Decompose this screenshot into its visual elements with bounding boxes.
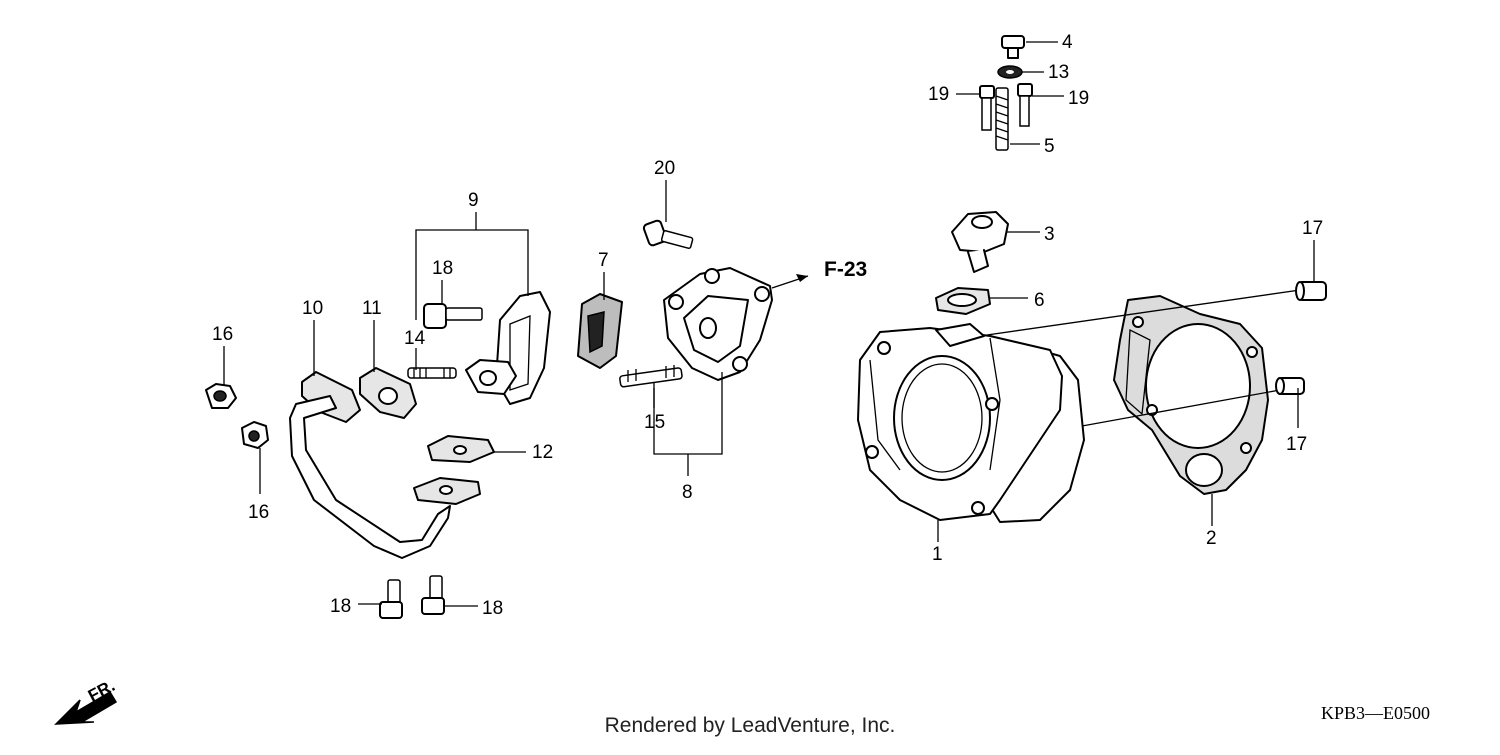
part-2-gasket xyxy=(1113,295,1269,495)
part-8-manifold xyxy=(663,267,773,381)
footer-credit: Rendered by LeadVenture, Inc. xyxy=(604,714,896,737)
part-12-gasket xyxy=(413,435,495,505)
callout-4: 4 xyxy=(1062,32,1073,53)
callout-3: 3 xyxy=(1044,224,1055,245)
callout-15: 15 xyxy=(644,412,665,433)
part-13-washer xyxy=(997,65,1023,79)
part-9-reed-valve xyxy=(465,291,551,405)
callout-18-upper: 18 xyxy=(432,258,453,279)
callout-7: 7 xyxy=(598,250,609,271)
callout-13: 13 xyxy=(1048,62,1069,83)
callout-14: 14 xyxy=(404,328,426,349)
part-17-dowel-lower xyxy=(1275,377,1305,395)
part-5-spring xyxy=(995,87,1009,151)
callout-10: 10 xyxy=(302,298,323,319)
callout-17-upper: 17 xyxy=(1302,218,1323,239)
part-18-bolt-lower-right xyxy=(421,575,445,615)
part-11-gasket xyxy=(359,367,417,419)
callout-9: 9 xyxy=(468,190,479,211)
callout-18-lower-left: 18 xyxy=(330,596,351,617)
part-16-nut-upper xyxy=(205,383,237,409)
callout-6: 6 xyxy=(1034,290,1045,311)
part-7-insulator xyxy=(577,293,623,369)
part-16-nut-lower xyxy=(241,421,269,449)
part-17-dowel-upper xyxy=(1295,281,1327,301)
part-4-bolt xyxy=(1001,35,1025,59)
callout-18-lower-right: 18 xyxy=(482,598,503,619)
part-6-gasket xyxy=(935,287,991,315)
part-20-bolt xyxy=(642,219,694,250)
callout-19-right: 19 xyxy=(1068,88,1089,109)
part-18-bolt-upper xyxy=(423,303,483,329)
callout-labels: 4 13 19 19 5 3 6 17 17 2 1 9 18 14 11 10… xyxy=(212,32,1323,619)
callout-8: 8 xyxy=(682,482,693,503)
callout-17-lower: 17 xyxy=(1286,434,1307,455)
callout-19-left: 19 xyxy=(928,84,949,105)
part-1-cylinder xyxy=(857,323,1085,523)
callout-16-upper: 16 xyxy=(212,324,233,345)
callout-16-lower: 16 xyxy=(248,502,269,523)
callout-12: 12 xyxy=(532,442,553,463)
callout-1: 1 xyxy=(932,544,943,565)
reference-f23: F-23 xyxy=(824,258,867,281)
part-10-pipe xyxy=(289,371,451,559)
callout-11: 11 xyxy=(362,298,382,319)
part-19-bolt-right xyxy=(1017,83,1033,127)
callout-2: 2 xyxy=(1206,528,1217,549)
leader-lines xyxy=(223,41,1315,607)
callout-5: 5 xyxy=(1044,136,1055,157)
diagram-code: KPB3—E0500 xyxy=(1320,703,1430,723)
callout-20: 20 xyxy=(654,158,675,179)
part-3-bracket xyxy=(951,211,1009,273)
part-14-stud xyxy=(407,367,457,379)
part-19-bolt-left xyxy=(979,85,995,131)
part-15-stud xyxy=(619,365,683,388)
part-18-bolt-lower-left xyxy=(379,579,403,619)
